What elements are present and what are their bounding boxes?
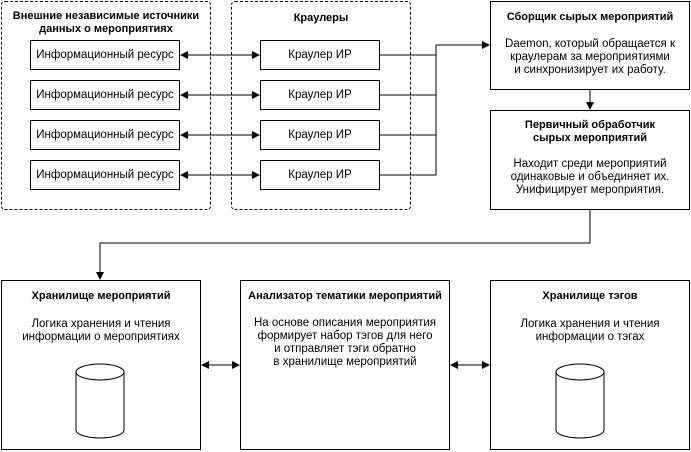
- primary-processor-title: Первичный обработчик сырых мероприятий: [524, 119, 656, 144]
- info-resource-2: Информационный ресурс: [30, 80, 180, 110]
- topic-analyzer-description: На основе описания мероприятия формирует…: [253, 317, 437, 368]
- crawler-4: Краулер ИР: [260, 160, 380, 190]
- info-resource-1: Информационный ресурс: [30, 40, 180, 70]
- processor-to-event-storage-arrow: [96, 210, 591, 280]
- tag-storage-title: Хранилище тэгов: [542, 290, 638, 302]
- tag-storage-description: Логика хранения и чтения информации о тэ…: [520, 318, 660, 343]
- info-resource-4: Информационный ресурс: [30, 160, 180, 190]
- external-sources-title: Внешние независимые источники данных о м…: [12, 10, 200, 35]
- crawler-2: Краулер ИР: [260, 80, 380, 110]
- tag-storage-database-icon: [555, 363, 605, 439]
- event-storage-database-icon: [75, 363, 125, 439]
- topic-analyzer-title: Анализатор тематики мероприятий: [248, 290, 442, 302]
- primary-processor: Первичный обработчик сырых мероприятий Н…: [490, 110, 690, 210]
- crawlers-title: Краулеры: [293, 12, 349, 24]
- crawlers-to-collector-bus: [380, 45, 437, 176]
- collector-title: Сборщик сырых мероприятий: [506, 11, 674, 23]
- event-storage-title: Хранилище мероприятий: [31, 290, 171, 302]
- topic-analyzer: Анализатор тематики мероприятий На основ…: [240, 280, 450, 450]
- primary-processor-description: Находит среди мероприятий одинаковые и о…: [510, 158, 670, 196]
- crawler-1: Краулер ИР: [260, 40, 380, 70]
- crawler-3: Краулер ИР: [260, 120, 380, 150]
- info-resource-3: Информационный ресурс: [30, 120, 180, 150]
- event-storage-description: Логика хранения и чтения информации о ме…: [22, 318, 180, 343]
- raw-events-collector: Сборщик сырых мероприятий Daemon, которы…: [490, 1, 690, 90]
- collector-description: Daemon, который обращается к краулерам з…: [505, 38, 675, 76]
